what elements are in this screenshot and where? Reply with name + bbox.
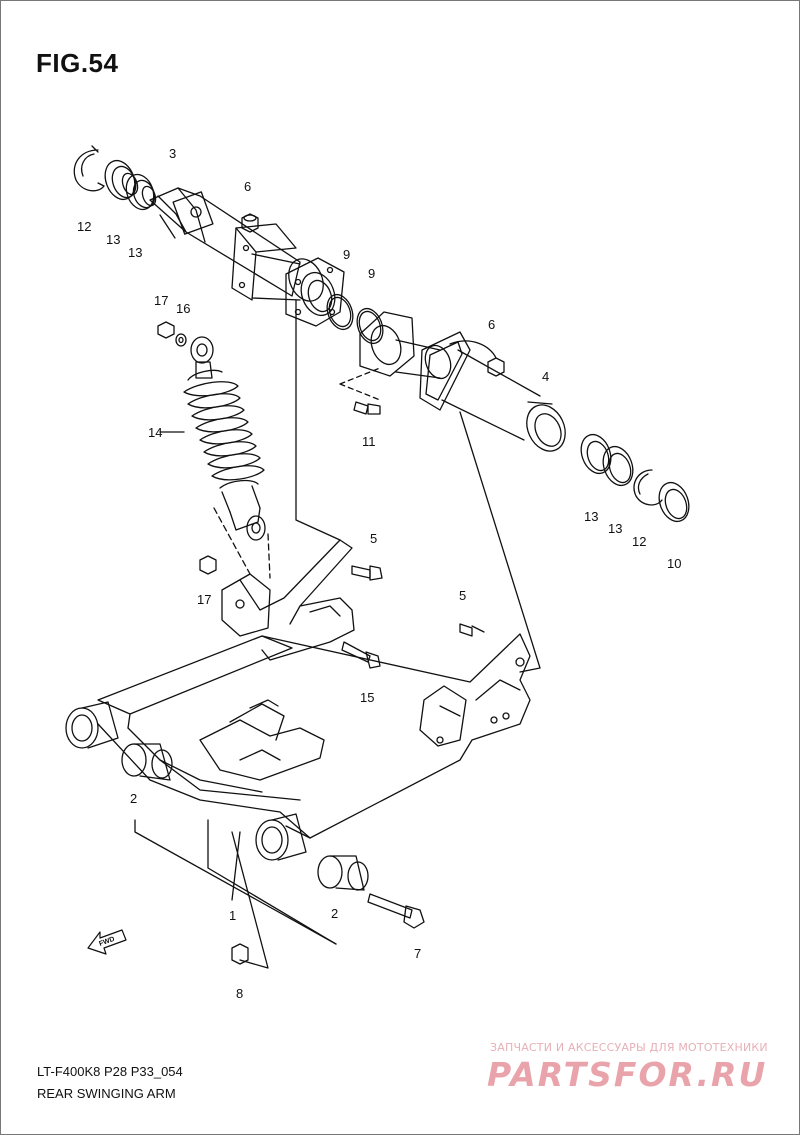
bolt-5-right xyxy=(459,623,485,637)
callout-1: 1 xyxy=(229,908,236,923)
callout-14: 14 xyxy=(148,425,162,440)
leader-8 xyxy=(231,831,269,969)
nut-8 xyxy=(231,943,249,965)
bush-2-right xyxy=(317,855,369,891)
callout-10: 10 xyxy=(667,556,681,571)
callout-17-lower: 17 xyxy=(197,592,211,607)
figure-title: FIG.54 xyxy=(36,48,119,78)
bolt-11 xyxy=(353,401,381,415)
callout-7: 7 xyxy=(414,946,421,961)
figure-name: REAR SWINGING ARM xyxy=(37,1086,176,1101)
callout-5-upper: 5 xyxy=(370,531,377,546)
callout-13-right-b: 13 xyxy=(608,521,622,536)
circlip-right xyxy=(633,469,663,506)
callout-6-right: 6 xyxy=(488,317,495,332)
callout-2-right: 2 xyxy=(331,906,338,921)
leader-11 xyxy=(339,367,381,401)
leader-frame-upper xyxy=(295,299,341,541)
watermark-logo: PARTSFOR.RU xyxy=(487,1055,768,1094)
callout-2-left: 2 xyxy=(130,791,137,806)
bearing-right-2 xyxy=(602,445,634,487)
bearing-left-2 xyxy=(125,173,157,211)
callout-3: 3 xyxy=(169,146,176,161)
nut-6-right xyxy=(487,357,505,377)
callout-4: 4 xyxy=(542,369,549,384)
seal-10 xyxy=(658,481,690,523)
callout-8: 8 xyxy=(236,986,243,1001)
nut-17-lower xyxy=(199,555,217,575)
pivot-flange-right xyxy=(359,311,452,380)
callout-12-left: 12 xyxy=(77,219,91,234)
leader-2-bracket xyxy=(134,819,337,945)
bolt-5-upper xyxy=(351,565,383,581)
callout-13-right-a: 13 xyxy=(584,509,598,524)
pivot-housing-right xyxy=(419,331,566,452)
bolt-7 xyxy=(367,893,425,929)
callout-17-top: 17 xyxy=(154,293,168,308)
callout-13-left-a: 13 xyxy=(106,232,120,247)
callout-5-right: 5 xyxy=(459,588,466,603)
callout-15: 15 xyxy=(360,690,374,705)
fwd-arrow-icon: FWD xyxy=(87,929,127,955)
circlip-left-upper xyxy=(73,145,105,192)
figure-code: LT-F400K8 P28 P33_054 xyxy=(37,1064,183,1079)
leader-shock-lower xyxy=(213,507,271,579)
leader-1-line xyxy=(207,819,337,945)
oring-9-left xyxy=(326,293,354,331)
bearing-right-1 xyxy=(580,433,612,475)
callout-9-left: 9 xyxy=(343,247,350,262)
callout-12-right: 12 xyxy=(632,534,646,549)
nut-17-top xyxy=(157,321,175,339)
nut-6-upper xyxy=(241,213,259,233)
callout-16: 16 xyxy=(176,301,190,316)
rear-shock-absorber xyxy=(183,336,266,541)
callout-6-upper: 6 xyxy=(244,179,251,194)
callout-13-left-b: 13 xyxy=(128,245,142,260)
callout-9-right: 9 xyxy=(368,266,375,281)
bush-2-left xyxy=(121,743,173,781)
bolt-15 xyxy=(341,641,381,669)
callout-11: 11 xyxy=(362,434,376,449)
leader-frame-right xyxy=(459,411,541,673)
oring-9-right xyxy=(356,307,384,345)
washer-16 xyxy=(175,333,187,347)
watermark-tagline: ЗАПЧАСТИ И АКСЕССУАРЫ ДЛЯ МОТОТЕХНИКИ xyxy=(490,1041,768,1054)
